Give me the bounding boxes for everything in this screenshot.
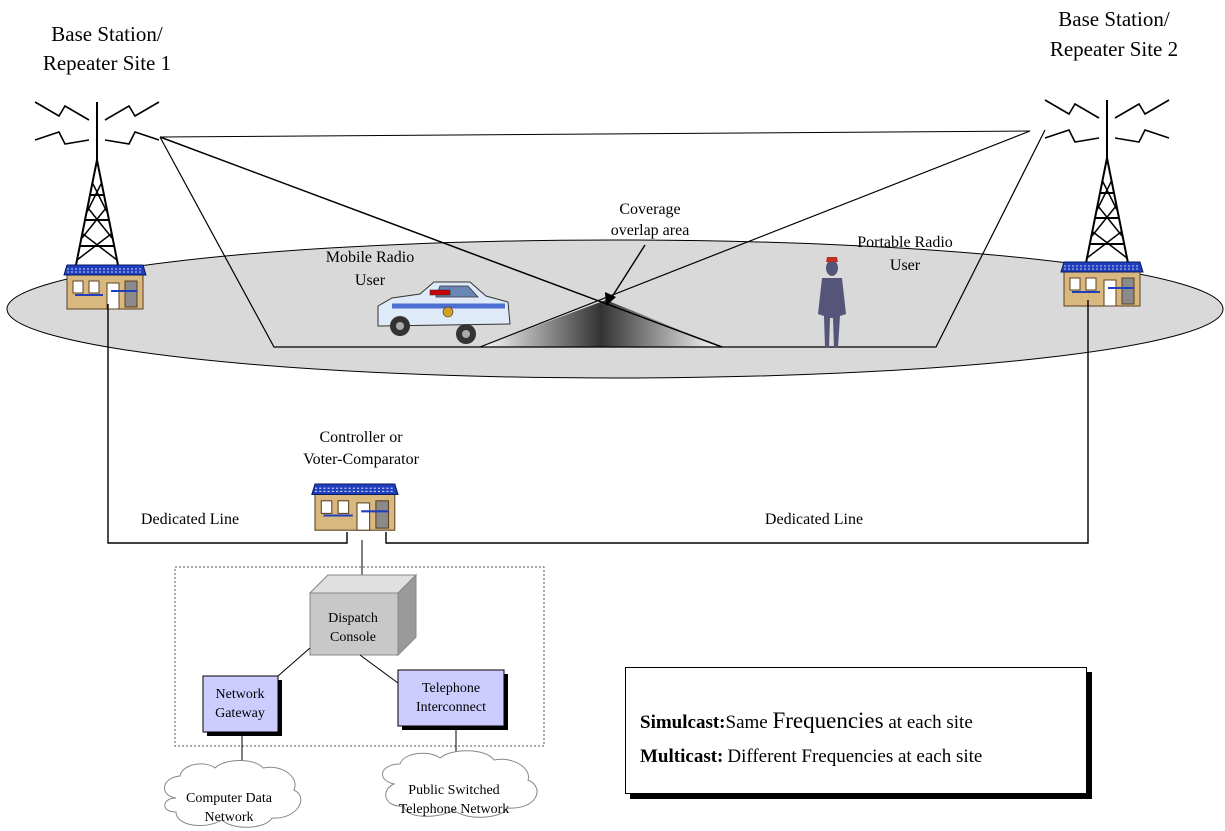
computer-network-label-line1: Computer Data	[186, 791, 273, 806]
multicast-row: Multicast: Different Frequencies at each…	[640, 746, 982, 768]
simulcast-label: Simulcast:	[640, 712, 726, 733]
multicast-label: Multicast:	[640, 746, 724, 767]
dedicated-line-left-label: Dedicated Line	[141, 511, 239, 528]
dispatch-telephone-link	[359, 654, 399, 684]
portable-label-line2: User	[890, 257, 921, 274]
portable-label-line1: Portable Radio	[857, 234, 953, 251]
coverage-label-line2: overlap area	[611, 222, 690, 239]
dispatch-label-line1: Dispatch	[328, 611, 378, 626]
dedicated-line-left	[107, 304, 348, 544]
pstn-cloud-icon	[382, 750, 538, 818]
controller-label-line1: Controller or	[319, 429, 403, 446]
pstn-label-line2: Telephone Network	[399, 802, 510, 817]
network-gateway-box	[202, 675, 279, 733]
computer-network-cloud-icon	[164, 760, 302, 828]
dispatch-enclosure	[174, 566, 545, 747]
dispatch-gateway-link	[277, 647, 311, 677]
simulcast-row: Simulcast:Same Frequencies at each site	[640, 708, 973, 734]
dedicated-line-right	[385, 300, 1089, 544]
tower-site1-icon	[34, 101, 160, 271]
coverage-outline	[159, 129, 1046, 348]
telephone-label-line1: Telephone	[422, 681, 480, 696]
mobile-label-line1: Mobile Radio	[326, 249, 414, 266]
overlap-arrow	[609, 244, 646, 301]
computer-network-label-line2: Network	[205, 810, 254, 825]
multicast-text: Different Frequencies at each site	[727, 746, 983, 767]
tower-site2-icon	[1044, 99, 1170, 269]
legend-box: Simulcast:Same Frequencies at each site …	[625, 667, 1087, 794]
gateway-label-line1: Network	[216, 687, 265, 702]
simulcast-text-a: Same	[725, 712, 773, 733]
site2-building-icon	[1060, 261, 1144, 307]
coverage-top-edge	[159, 130, 1031, 138]
controller-building-icon	[310, 482, 399, 532]
dispatch-label-line2: Console	[330, 630, 376, 645]
gateway-label-line2: Gateway	[215, 706, 265, 721]
site1-coverage-line	[159, 136, 723, 348]
overlap-arrowhead	[605, 292, 616, 306]
pstn-label-line1: Public Switched	[408, 783, 499, 798]
dedicated-line-right-label: Dedicated Line	[765, 511, 863, 528]
simulcast-text-b: Frequencies	[772, 708, 884, 733]
controller-label-line2: Voter-Comparator	[303, 451, 419, 468]
simulcast-text-c: at each site	[883, 712, 973, 733]
coverage-label-line1: Coverage	[619, 201, 680, 218]
site2-coverage-line	[479, 130, 1031, 348]
site1-label-line1: Base Station/	[51, 22, 163, 46]
dispatch-console-cube	[308, 573, 418, 657]
telephone-interconnect-box	[397, 669, 505, 727]
telephone-label-line2: Interconnect	[416, 700, 486, 715]
coverage-overlap-shading	[480, 300, 722, 347]
police-car-icon	[377, 281, 511, 344]
site1-building-icon	[63, 264, 147, 310]
site2-label-line2: Repeater Site 2	[1050, 37, 1178, 61]
site2-label-line1: Base Station/	[1058, 7, 1170, 31]
mobile-label-line2: User	[355, 272, 386, 289]
officer-icon	[818, 257, 846, 348]
site1-label-line2: Repeater Site 1	[43, 51, 171, 75]
